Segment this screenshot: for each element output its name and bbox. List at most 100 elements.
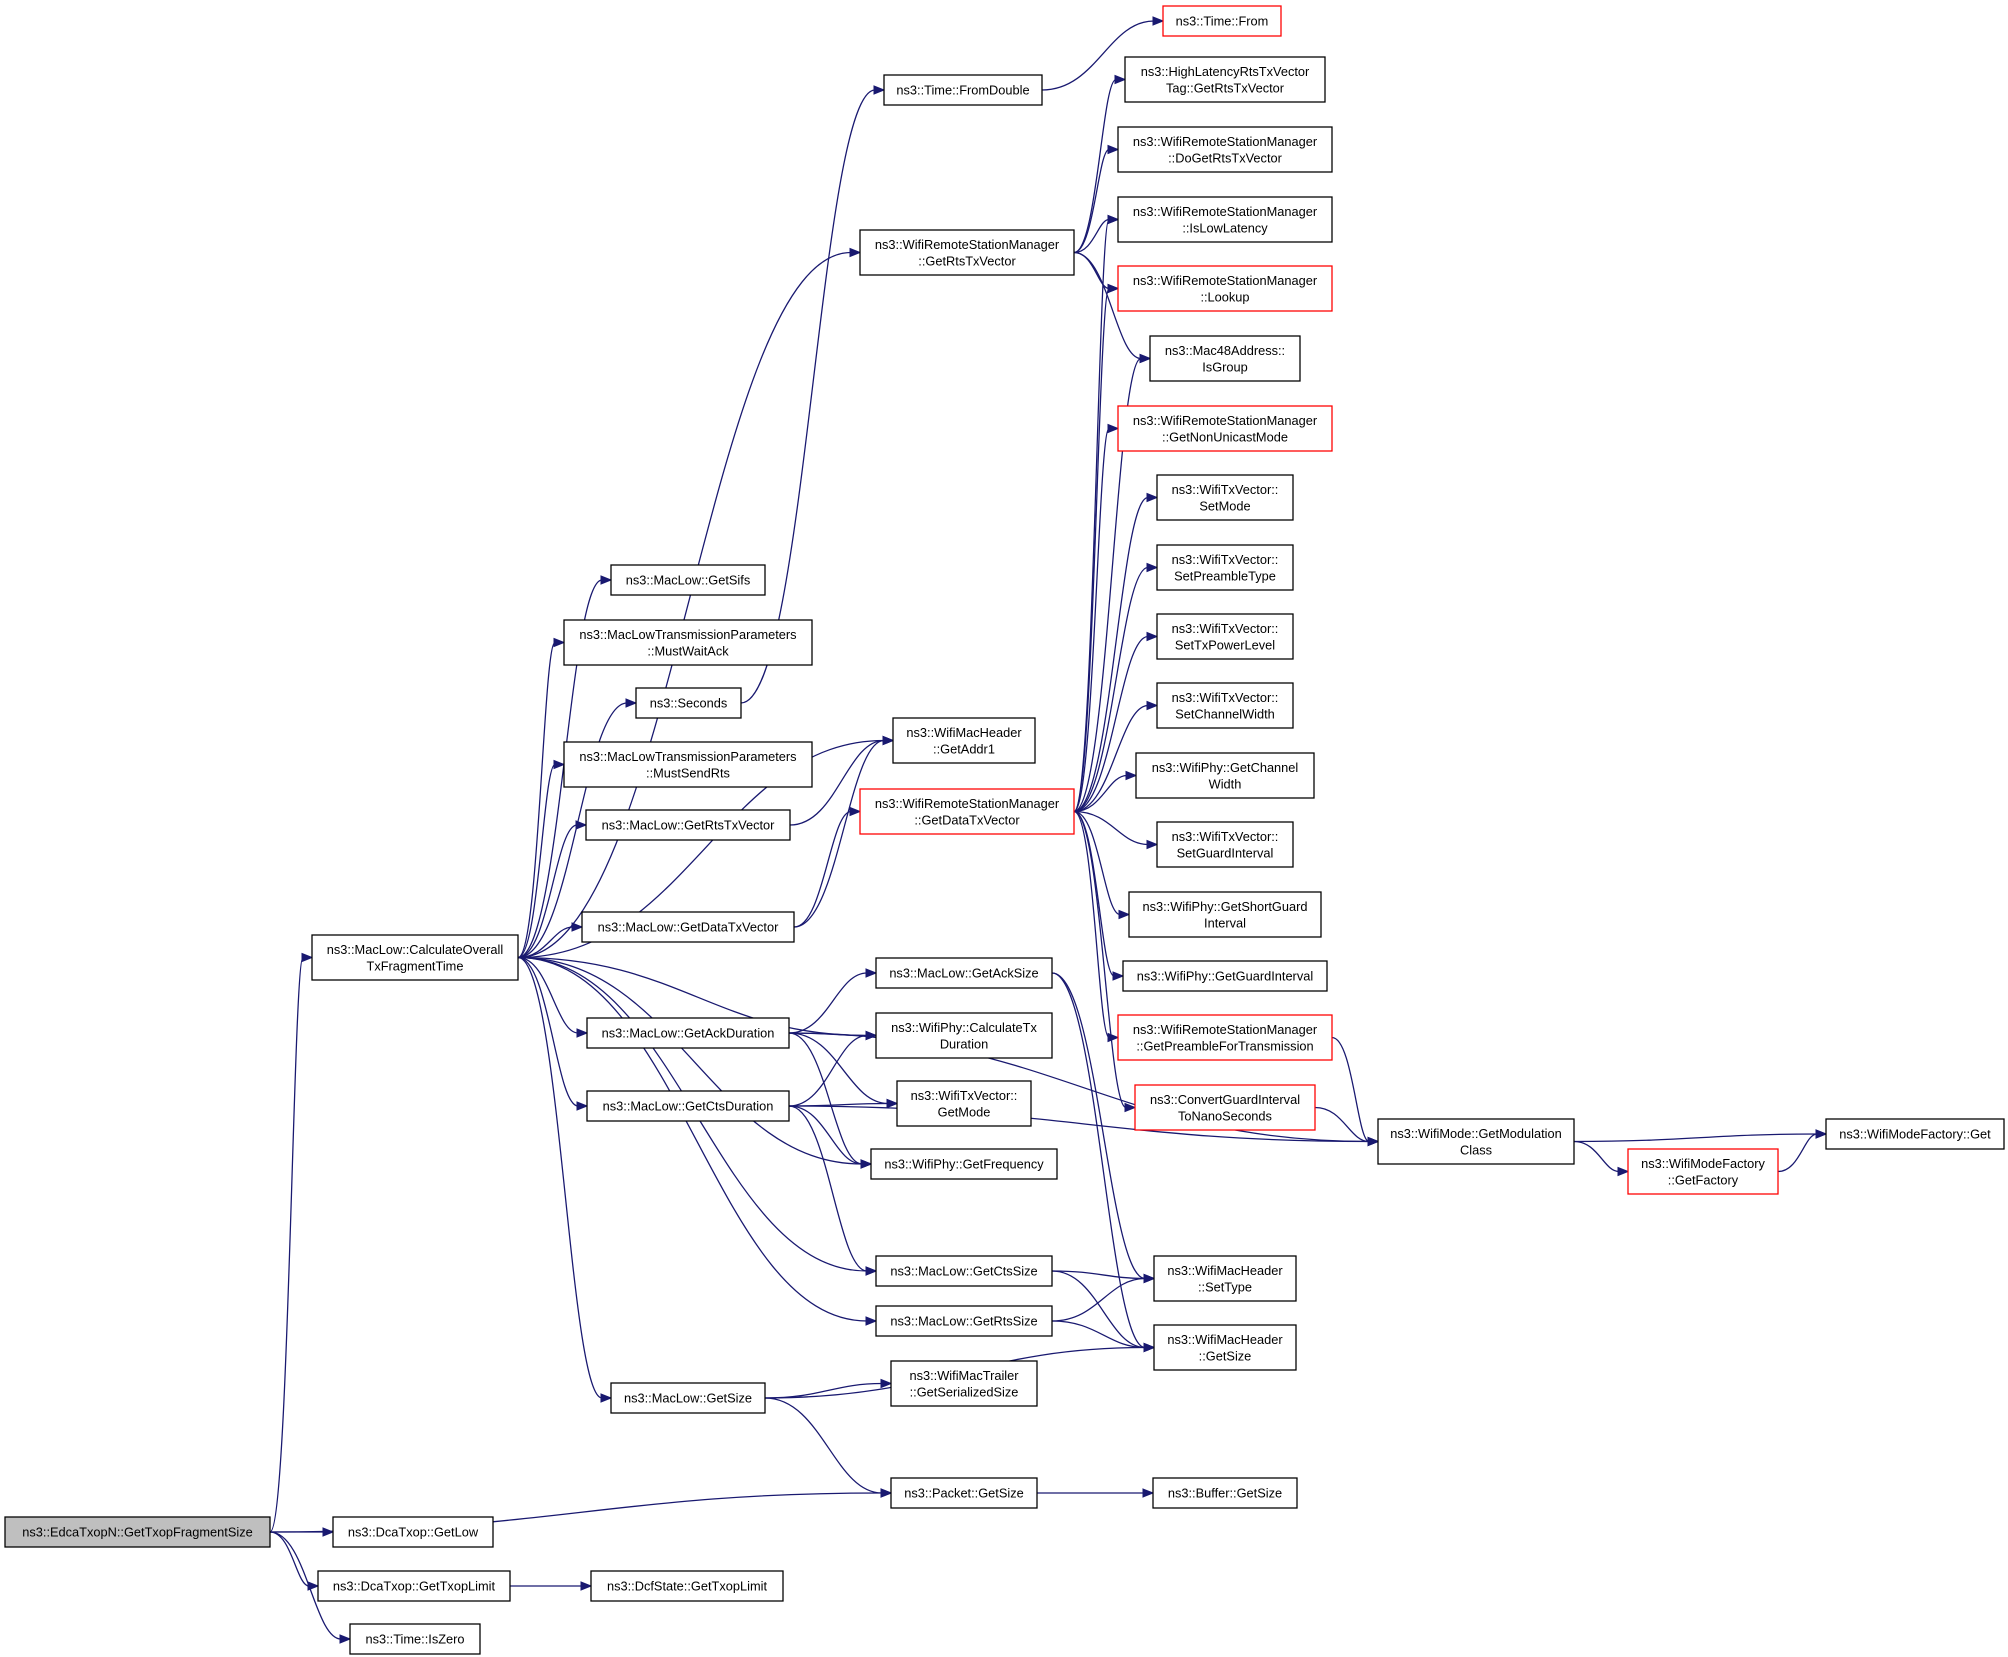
node-box	[1153, 1255, 1297, 1302]
node-setType[interactable]: ns3::WifiMacHeader::SetType	[1153, 1255, 1297, 1302]
node-wrsmData[interactable]: ns3::WifiRemoteStationManager::GetDataTx…	[859, 788, 1075, 835]
node-label: ::GetAddr1	[933, 741, 995, 756]
node-isLowLat[interactable]: ns3::WifiRemoteStationManager::IsLowLate…	[1117, 196, 1333, 243]
node-label: ns3::Seconds	[650, 696, 728, 711]
node-rtsSize[interactable]: ns3::MacLow::GetRtsSize	[875, 1305, 1053, 1337]
node-label: ns3::Buffer::GetSize	[1168, 1486, 1282, 1501]
node-macDataTx[interactable]: ns3::MacLow::GetDataTxVector	[581, 911, 795, 943]
node-ackDur[interactable]: ns3::MacLow::GetAckDuration	[586, 1017, 790, 1049]
node-box	[875, 1305, 1053, 1337]
node-box	[859, 229, 1075, 276]
node-getLow[interactable]: ns3::DcaTxop::GetLow	[332, 1516, 494, 1548]
node-label: ns3::Packet::GetSize	[904, 1486, 1024, 1501]
node-phyGI[interactable]: ns3::WifiPhy::GetGuardInterval	[1122, 960, 1328, 992]
node-box	[4, 1516, 271, 1548]
node-setTxPow[interactable]: ns3::WifiTxVector::SetTxPowerLevel	[1156, 613, 1294, 660]
node-nonUni[interactable]: ns3::WifiRemoteStationManager::GetNonUni…	[1117, 405, 1333, 452]
node-isZero[interactable]: ns3::Time::IsZero	[349, 1623, 481, 1655]
edge-preTx-modClass	[1331, 1036, 1380, 1147]
node-seconds[interactable]: ns3::Seconds	[635, 687, 742, 719]
node-isGroup[interactable]: ns3::Mac48Address::IsGroup	[1149, 335, 1301, 382]
node-root[interactable]: ns3::EdcaTxopN::GetTxopFragmentSize	[4, 1516, 271, 1548]
node-hdrSize[interactable]: ns3::WifiMacHeader::GetSize	[1153, 1324, 1297, 1371]
edge-wrsmRts-doGetRts	[1073, 144, 1120, 254]
node-label: ns3::WifiTxVector::	[1172, 690, 1279, 705]
node-label: ns3::EdcaTxopN::GetTxopFragmentSize	[22, 1525, 252, 1540]
node-setChan[interactable]: ns3::WifiTxVector::SetChannelWidth	[1156, 682, 1294, 729]
arrow-head-icon	[571, 922, 584, 932]
node-label: Tag::GetRtsTxVector	[1166, 80, 1285, 95]
node-box	[859, 788, 1075, 835]
edge-wrsmData-phyGI	[1073, 810, 1125, 981]
node-label: ns3::MacLow::GetCtsDuration	[603, 1099, 774, 1114]
edge-calc-rtsSize	[517, 956, 878, 1326]
node-box	[1825, 1118, 2005, 1150]
node-box	[586, 1090, 790, 1122]
node-preTx[interactable]: ns3::WifiRemoteStationManager::GetPreamb…	[1117, 1014, 1333, 1061]
node-hlTag[interactable]: ns3::HighLatencyRtsTxVectorTag::GetRtsTx…	[1124, 56, 1326, 103]
node-ctsSize[interactable]: ns3::MacLow::GetCtsSize	[875, 1255, 1053, 1287]
edge-wrsmData-isGroup	[1073, 353, 1152, 813]
node-lookup[interactable]: ns3::WifiRemoteStationManager::Lookup	[1117, 265, 1333, 312]
node-pktSize[interactable]: ns3::Packet::GetSize	[890, 1477, 1038, 1509]
node-setMode[interactable]: ns3::WifiTxVector::SetMode	[1156, 474, 1294, 521]
node-getTxopLimit[interactable]: ns3::DcaTxop::GetTxopLimit	[317, 1570, 511, 1602]
node-ackSize[interactable]: ns3::MacLow::GetAckSize	[875, 957, 1053, 989]
arrow-head-icon	[1617, 1166, 1630, 1177]
node-box	[1117, 1014, 1333, 1061]
arrow-head-icon	[1124, 1102, 1137, 1113]
node-dcfTxop[interactable]: ns3::DcfState::GetTxopLimit	[590, 1570, 784, 1602]
node-label: ns3::WifiRemoteStationManager	[875, 796, 1060, 811]
node-timeFrom[interactable]: ns3::Time::From	[1162, 5, 1282, 37]
node-label: ::Lookup	[1200, 289, 1249, 304]
node-fromDouble[interactable]: ns3::Time::FromDouble	[883, 74, 1043, 106]
node-label: Width	[1209, 776, 1242, 791]
node-txvGetMode[interactable]: ns3::WifiTxVector::GetMode	[896, 1080, 1032, 1127]
node-macRtsTx[interactable]: ns3::MacLow::GetRtsTxVector	[585, 809, 791, 841]
arrow-head-icon	[865, 1316, 878, 1326]
node-wrsmRts[interactable]: ns3::WifiRemoteStationManager::GetRtsTxV…	[859, 229, 1075, 276]
node-ctsDur[interactable]: ns3::MacLow::GetCtsDuration	[586, 1090, 790, 1122]
arrow-head-icon	[307, 1581, 320, 1591]
node-setGI[interactable]: ns3::WifiTxVector::SetGuardInterval	[1156, 821, 1294, 868]
edge-wrsmData-setGI	[1073, 810, 1159, 850]
node-label: ns3::MacLowTransmissionParameters	[579, 749, 796, 764]
node-setPre[interactable]: ns3::WifiTxVector::SetPreambleType	[1156, 544, 1294, 591]
node-label: ns3::MacLow::GetAckSize	[889, 966, 1038, 981]
edge-ctsDur-calcTxDur	[788, 1030, 878, 1107]
node-calc[interactable]: ns3::MacLow::CalculateOverallTxFragmentT…	[311, 934, 519, 981]
node-label: SetChannelWidth	[1175, 706, 1275, 721]
node-getAddr1[interactable]: ns3::WifiMacHeader::GetAddr1	[892, 717, 1036, 764]
node-mustSendRts[interactable]: ns3::MacLowTransmissionParameters::MustS…	[563, 741, 813, 788]
arrow-head-icon	[880, 1378, 893, 1389]
node-label: ::IsLowLatency	[1182, 220, 1268, 235]
node-label: ns3::WifiPhy::GetShortGuard	[1142, 899, 1307, 914]
node-macSize[interactable]: ns3::MacLow::GetSize	[610, 1382, 766, 1414]
edge-calc-wrsmRts	[517, 247, 862, 959]
node-doGetRts[interactable]: ns3::WifiRemoteStationManager::DoGetRtsT…	[1117, 126, 1333, 173]
node-getSifs[interactable]: ns3::MacLow::GetSifs	[610, 564, 766, 596]
node-label: SetMode	[1199, 498, 1250, 513]
node-label: ns3::WifiPhy::GetChannel	[1152, 760, 1299, 775]
node-getFactory[interactable]: ns3::WifiModeFactory::GetFactory	[1627, 1148, 1779, 1195]
arrow-head-icon	[576, 1101, 589, 1111]
node-label: ns3::HighLatencyRtsTxVector	[1141, 64, 1310, 79]
node-label: ns3::MacLow::GetRtsTxVector	[602, 818, 776, 833]
node-box	[892, 717, 1036, 764]
node-mustWaitAck[interactable]: ns3::MacLowTransmissionParameters::MustW…	[563, 619, 813, 666]
arrow-head-icon	[576, 1028, 589, 1038]
edge-modClass-factGet	[1573, 1129, 1828, 1143]
node-label: ns3::MacLow::CalculateOverall	[327, 942, 503, 957]
node-box	[875, 1255, 1053, 1287]
node-trailer[interactable]: ns3::WifiMacTrailer::GetSerializedSize	[890, 1360, 1038, 1407]
node-box	[349, 1623, 481, 1655]
node-bufSize[interactable]: ns3::Buffer::GetSize	[1152, 1477, 1298, 1509]
node-factGet[interactable]: ns3::WifiModeFactory::Get	[1825, 1118, 2005, 1150]
node-getFreq[interactable]: ns3::WifiPhy::GetFrequency	[870, 1148, 1058, 1180]
